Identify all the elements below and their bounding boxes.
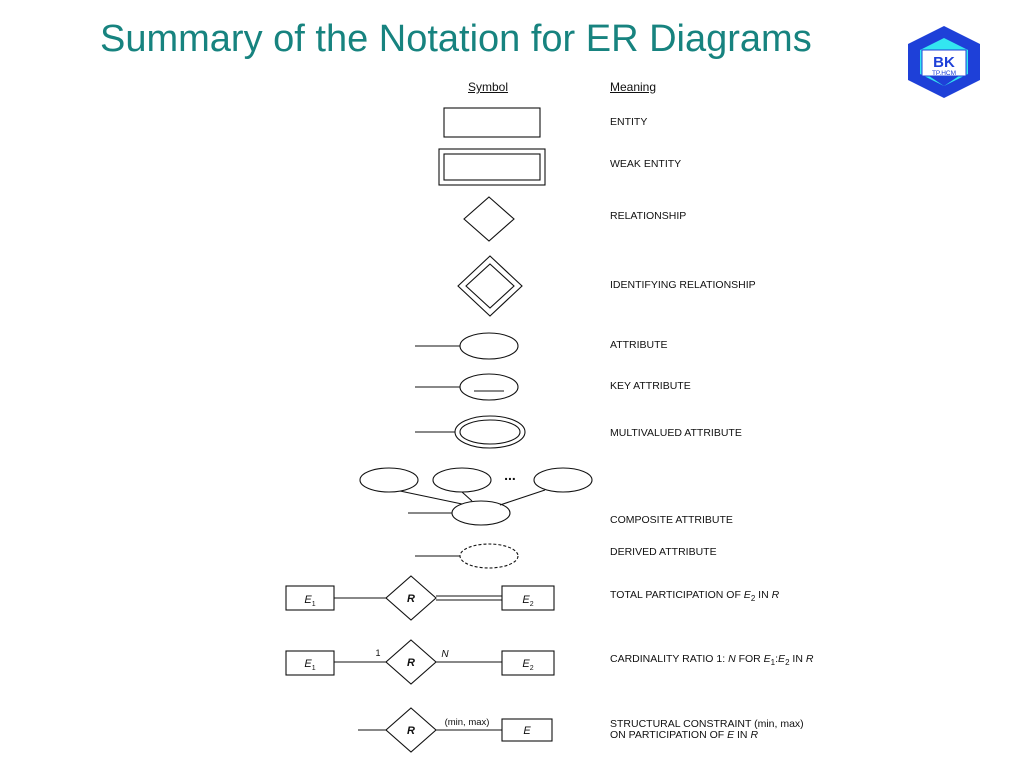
card-relationship bbox=[385, 639, 437, 685]
total-e2-box bbox=[501, 585, 555, 611]
meaning-total-entity-sub: 2 bbox=[750, 594, 756, 604]
meaning-total-participation: TOTAL PARTICIPATION OF E2 IN R bbox=[610, 589, 780, 604]
meaning-card-colon: : bbox=[775, 653, 779, 665]
relationship-symbol bbox=[463, 196, 515, 242]
meaning-struct-prefix: ON PARTICIPATION OF bbox=[610, 729, 728, 741]
total-e1-label: E1 bbox=[304, 594, 315, 608]
composite-link-1 bbox=[399, 490, 463, 505]
meaning-structural-line2: ON PARTICIPATION OF E IN R bbox=[610, 729, 758, 741]
composite-link-2 bbox=[461, 491, 473, 502]
composite-ellipsis: ... bbox=[504, 467, 516, 483]
meaning-attribute: ATTRIBUTE bbox=[610, 339, 668, 351]
meaning-weak-entity: WEAK ENTITY bbox=[610, 158, 682, 170]
logo-label-box bbox=[921, 49, 967, 77]
struct-minmax-label: (min, max) bbox=[445, 717, 490, 728]
meaning-card-mid: FOR bbox=[735, 653, 764, 665]
attribute-symbol bbox=[459, 332, 519, 360]
struct-relationship bbox=[385, 707, 437, 753]
meaning-struct-rel: R bbox=[750, 729, 759, 741]
struct-e-box bbox=[501, 718, 553, 742]
derived-attribute-symbol bbox=[459, 543, 519, 569]
weak-entity-symbol bbox=[438, 148, 546, 186]
meaning-card-n: N bbox=[728, 653, 736, 665]
card-e2-box bbox=[501, 650, 555, 676]
composite-part-1 bbox=[359, 467, 419, 493]
page-title: Summary of the Notation for ER Diagrams bbox=[100, 18, 812, 60]
card-e1-label: E1 bbox=[304, 658, 315, 672]
meaning-multivalued-attribute: MULTIVALUED ATTRIBUTE bbox=[610, 427, 742, 439]
meaning-key-attribute: KEY ATTRIBUTE bbox=[610, 380, 691, 392]
identifying-relationship-symbol bbox=[457, 255, 523, 317]
meaning-struct-suffix: IN bbox=[734, 729, 751, 741]
meaning-composite-attribute: COMPOSITE ATTRIBUTE bbox=[610, 514, 733, 526]
composite-part-2 bbox=[432, 467, 492, 493]
meaning-card-prefix: CARDINALITY RATIO 1: bbox=[610, 653, 729, 665]
entity-symbol bbox=[443, 107, 541, 138]
meaning-structural-line1: STRUCTURAL CONSTRAINT (min, max) bbox=[610, 718, 804, 730]
meaning-card-rel: R bbox=[805, 653, 814, 665]
key-attribute-symbol bbox=[459, 373, 519, 401]
card-e1-box bbox=[285, 650, 335, 676]
composite-attribute-symbol bbox=[451, 500, 511, 526]
multivalued-attribute-symbol bbox=[454, 415, 526, 449]
meaning-total-prefix: TOTAL PARTICIPATION OF bbox=[610, 589, 744, 601]
meaning-column-header: Meaning bbox=[610, 80, 657, 94]
symbol-column-header: Symbol bbox=[468, 80, 509, 94]
meaning-total-suffix: IN bbox=[755, 589, 772, 601]
bk-logo: BK TP.HCM bbox=[908, 26, 980, 98]
identifying-relationship-inner bbox=[465, 263, 515, 309]
meaning-total-entity: E bbox=[743, 589, 751, 601]
total-relationship bbox=[385, 575, 437, 621]
logo-subtext: TP.HCM bbox=[932, 70, 956, 77]
meaning-card-e2-sub: 2 bbox=[785, 658, 790, 668]
meaning-relationship: RELATIONSHIP bbox=[610, 210, 687, 222]
weak-entity-inner bbox=[443, 153, 541, 181]
meaning-card-suffix: IN bbox=[789, 653, 806, 665]
composite-link-3 bbox=[499, 489, 546, 506]
meaning-card-e2: E bbox=[778, 653, 786, 665]
meaning-derived-attribute: DERIVED ATTRIBUTE bbox=[610, 546, 717, 558]
struct-r-label: R bbox=[407, 725, 415, 737]
meaning-entity: ENTITY bbox=[610, 116, 648, 128]
meaning-card-e1-sub: 1 bbox=[770, 658, 776, 668]
total-r-label: R bbox=[407, 593, 415, 605]
meaning-identifying-relationship: IDENTIFYING RELATIONSHIP bbox=[610, 279, 756, 291]
card-r-label: R bbox=[407, 657, 415, 669]
total-e2-label: E2 bbox=[522, 594, 533, 608]
meaning-card-e1: E bbox=[763, 653, 771, 665]
meaning-struct-entity: E bbox=[727, 729, 735, 741]
meaning-total-rel: R bbox=[771, 589, 780, 601]
card-one-label: 1 bbox=[375, 648, 380, 658]
meaning-cardinality: CARDINALITY RATIO 1: N FOR E1:E2 IN R bbox=[610, 653, 814, 668]
card-e2-label: E2 bbox=[522, 658, 533, 672]
card-n-label: N bbox=[441, 649, 449, 660]
logo-text: BK bbox=[933, 54, 955, 71]
composite-part-3 bbox=[533, 467, 593, 493]
multivalued-attribute-inner bbox=[459, 419, 521, 445]
struct-e-label: E bbox=[523, 725, 531, 737]
